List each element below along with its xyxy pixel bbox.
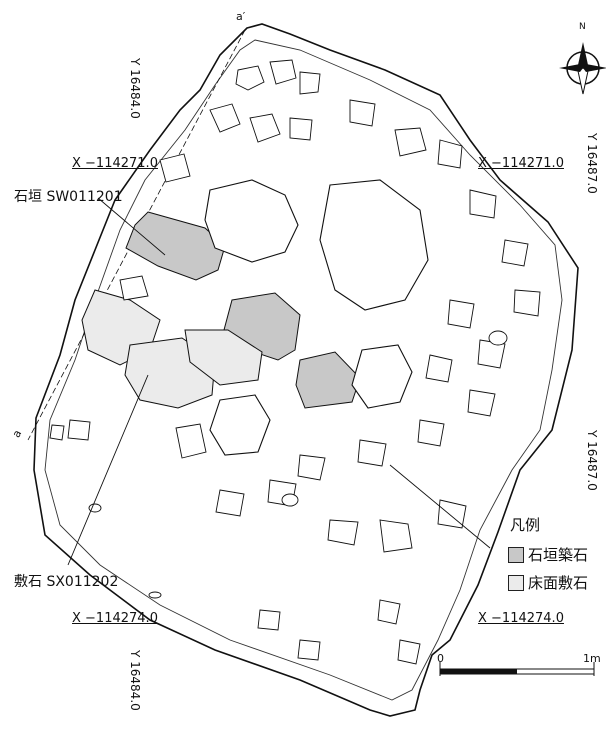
y-coord-mid-right: Y 16487.0 bbox=[585, 430, 599, 491]
boulder bbox=[319, 179, 429, 311]
legend-title: 凡例 bbox=[510, 516, 541, 534]
scale-bar bbox=[439, 662, 595, 676]
y-coord-top-left: Y 16484.0 bbox=[128, 58, 142, 119]
wall-stone bbox=[295, 351, 361, 409]
y-coord-bottom-left: Y 16484.0 bbox=[128, 650, 142, 711]
boulder bbox=[351, 344, 413, 409]
legend-label-wall: 石垣築石 bbox=[528, 546, 589, 564]
callout-leader bbox=[97, 197, 166, 256]
paving-callout: 敷石 SX011202 bbox=[14, 574, 119, 590]
north-arrow-icon bbox=[559, 42, 606, 95]
pit-inner-outline bbox=[44, 39, 563, 701]
section-line bbox=[27, 29, 246, 441]
x-coord-bottom-right: X −114274.0 bbox=[478, 611, 564, 626]
callout-leader bbox=[67, 374, 149, 566]
wall-callout: 石垣 SW011201 bbox=[14, 189, 123, 205]
legend-swatch-floor bbox=[508, 574, 524, 591]
legend-swatch-wall bbox=[508, 546, 524, 563]
boulder bbox=[209, 394, 271, 456]
floor-paving-stone bbox=[184, 329, 263, 386]
pit-outline bbox=[33, 23, 579, 717]
callout-leader bbox=[389, 464, 491, 549]
x-coord-bottom-left: X −114274.0 bbox=[72, 611, 158, 626]
north-label: N bbox=[579, 22, 586, 32]
legend-item-floor: 床面敷石 bbox=[508, 572, 588, 593]
scattered-stones bbox=[49, 59, 541, 665]
x-coord-top-right: X −114271.0 bbox=[478, 156, 564, 171]
scale-start-label: 0 bbox=[437, 652, 444, 665]
x-coord-top-left: X −114271.0 bbox=[72, 156, 158, 171]
boulder bbox=[204, 179, 299, 263]
section-mark-top: a′ bbox=[236, 10, 246, 23]
legend-item-wall: 石垣築石 bbox=[508, 544, 588, 565]
y-coord-top-right: Y 16487.0 bbox=[585, 133, 599, 194]
scale-end-label: 1m bbox=[583, 652, 601, 665]
legend-label-floor: 床面敷石 bbox=[528, 574, 589, 592]
